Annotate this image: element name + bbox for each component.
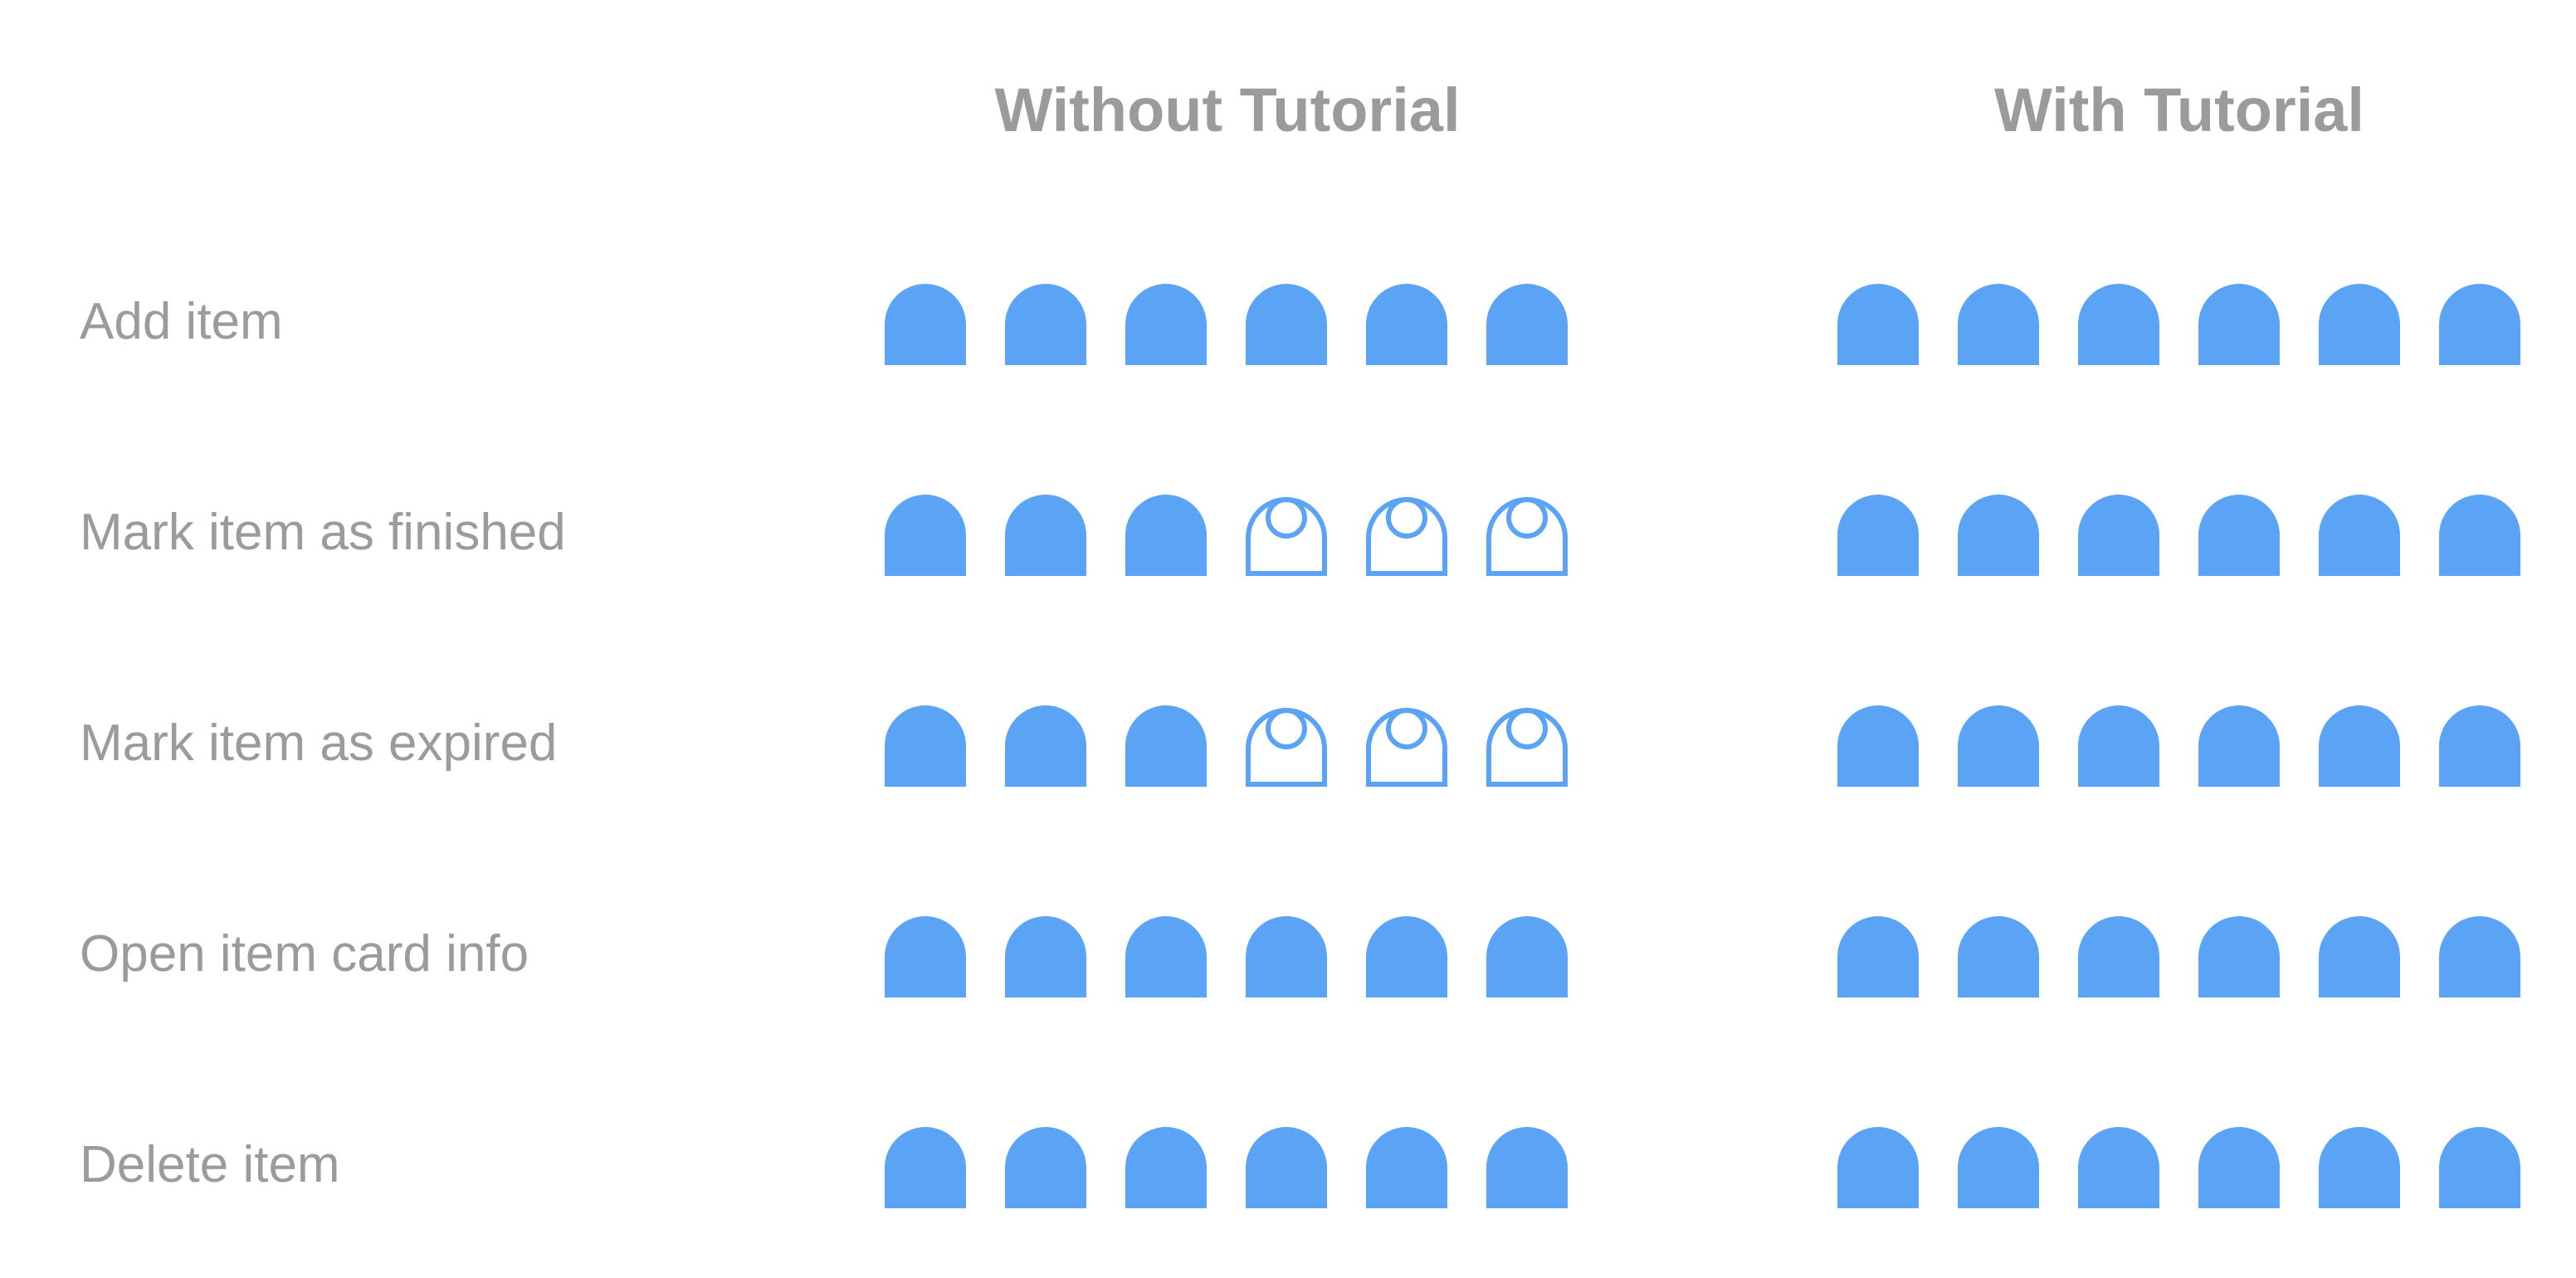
person-filled-icon (2078, 916, 2159, 998)
person-filled-icon (1958, 495, 2039, 576)
person-filled-icon (1005, 916, 1086, 998)
task-label: Delete item (80, 1136, 340, 1193)
person-filled-icon (1005, 495, 1086, 576)
task-label: Open item card info (80, 925, 529, 983)
person-filled-icon (2439, 495, 2520, 576)
person-filled-icon (1125, 284, 1207, 365)
person-filled-icon (2198, 495, 2280, 576)
person-filled-icon (1125, 1127, 1207, 1208)
person-filled-icon (1837, 284, 1919, 365)
person-filled-icon (1837, 495, 1919, 576)
person-filled-icon (1005, 284, 1086, 365)
person-filled-icon (2319, 916, 2400, 998)
person-filled-icon (2198, 1127, 2280, 1208)
person-filled-icon (2078, 495, 2159, 576)
person-filled-icon (885, 495, 966, 576)
person-filled-icon (1366, 1127, 1447, 1208)
person-filled-icon (1486, 284, 1568, 365)
person-filled-icon (1958, 1127, 2039, 1208)
person-filled-icon (885, 284, 966, 365)
person-outline-icon (1246, 708, 1327, 787)
person-filled-icon (1837, 916, 1919, 998)
person-filled-icon (2319, 705, 2400, 787)
person-filled-icon (2319, 284, 2400, 365)
column-title-without-tutorial: Without Tutorial (994, 76, 1460, 144)
task-label: Mark item as finished (80, 504, 566, 561)
person-filled-icon (1486, 1127, 1568, 1208)
person-filled-icon (2319, 495, 2400, 576)
person-filled-icon (1958, 705, 2039, 787)
person-filled-icon (1837, 1127, 1919, 1208)
person-filled-icon (1958, 284, 2039, 365)
person-filled-icon (1125, 916, 1207, 998)
person-outline-icon (1486, 497, 1568, 576)
task-label: Add item (80, 293, 283, 350)
person-outline-icon (1486, 708, 1568, 787)
person-filled-icon (2198, 705, 2280, 787)
person-filled-icon (2078, 284, 2159, 365)
person-outline-icon (1366, 708, 1447, 787)
person-filled-icon (2439, 705, 2520, 787)
person-filled-icon (885, 1127, 966, 1208)
person-filled-icon (2198, 284, 2280, 365)
person-filled-icon (1246, 284, 1327, 365)
person-filled-icon (1837, 705, 1919, 787)
person-filled-icon (1005, 705, 1086, 787)
person-outline-icon (1366, 497, 1447, 576)
person-filled-icon (1486, 916, 1568, 998)
person-filled-icon (1366, 916, 1447, 998)
person-filled-icon (1246, 916, 1327, 998)
person-filled-icon (2439, 284, 2520, 365)
person-filled-icon (1958, 916, 2039, 998)
person-filled-icon (1366, 284, 1447, 365)
person-filled-icon (885, 705, 966, 787)
person-filled-icon (2198, 916, 2280, 998)
task-label: Mark item as expired (80, 715, 557, 772)
person-filled-icon (885, 916, 966, 998)
person-filled-icon (2319, 1127, 2400, 1208)
person-filled-icon (2439, 916, 2520, 998)
person-outline-icon (1246, 497, 1327, 576)
person-filled-icon (2078, 705, 2159, 787)
person-filled-icon (2439, 1127, 2520, 1208)
person-filled-icon (1005, 1127, 1086, 1208)
column-title-with-tutorial: With Tutorial (1994, 76, 2364, 144)
person-filled-icon (2078, 1127, 2159, 1208)
person-filled-icon (1125, 495, 1207, 576)
person-filled-icon (1246, 1127, 1327, 1208)
person-filled-icon (1125, 705, 1207, 787)
